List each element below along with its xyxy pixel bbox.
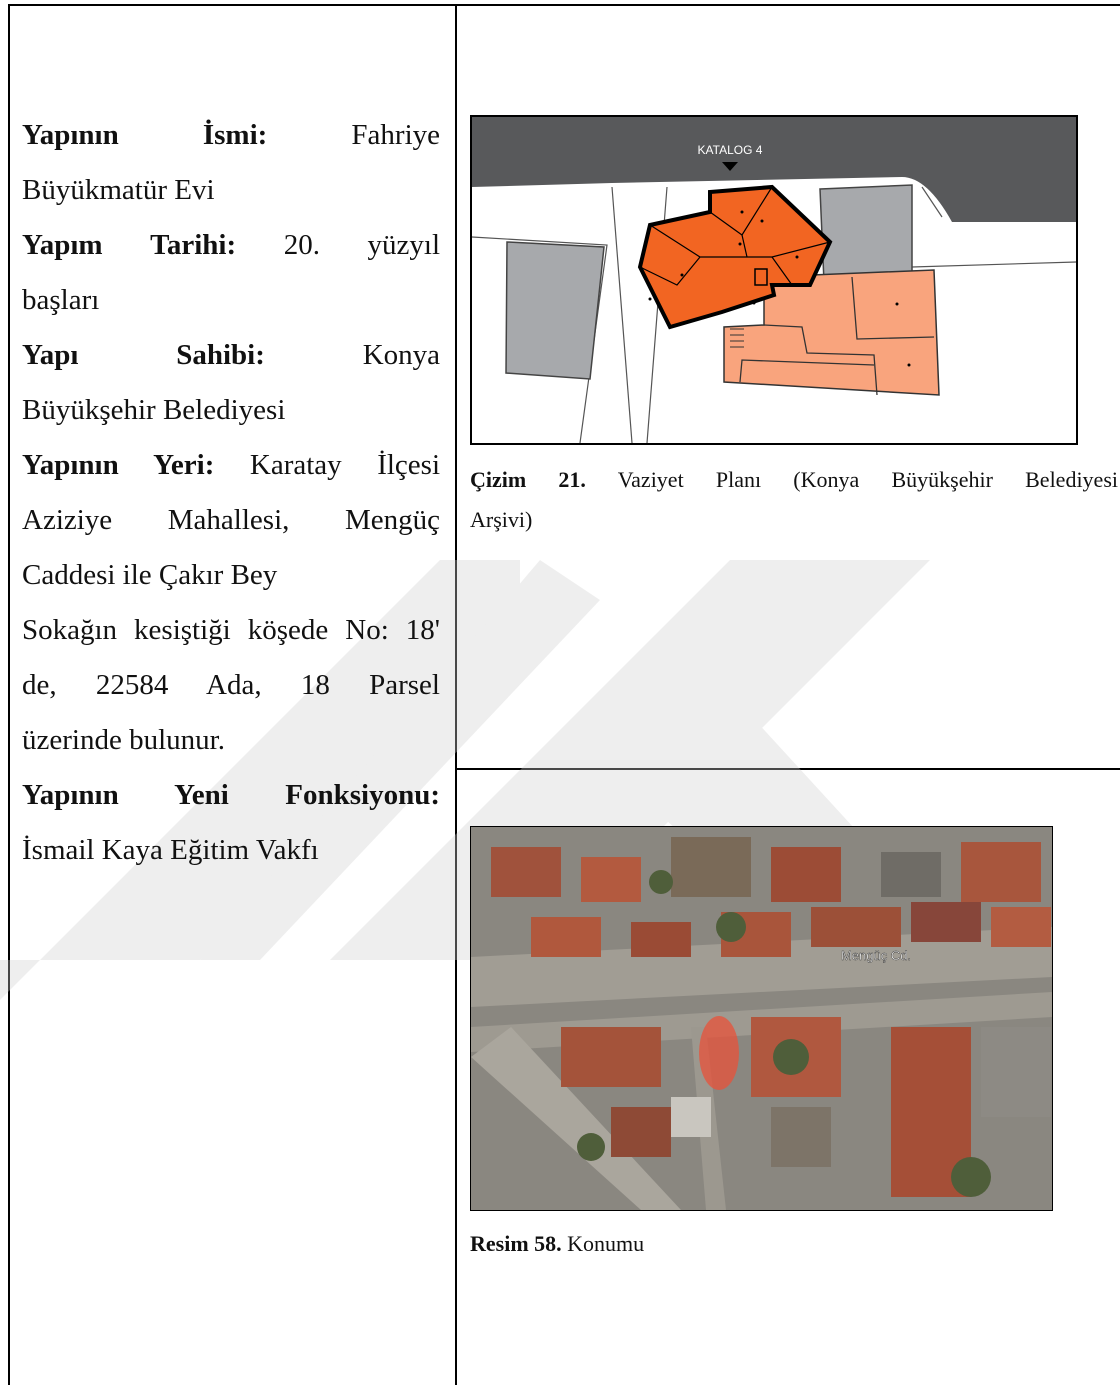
aerial-photo-caption: Resim 58. Konumu: [470, 1224, 1070, 1264]
map-arrow-icon: [722, 162, 738, 171]
site-plan-figure: KATALOG 4: [470, 115, 1078, 445]
location-marker: [699, 1016, 739, 1090]
location-line: üzerinde bulunur.: [22, 724, 225, 756]
table-left-border: [8, 4, 10, 1385]
date-row: Yapım Tarihi: 20. yüzyıl: [22, 218, 440, 273]
name-value: Fahriye: [351, 119, 441, 151]
date-label-2: Tarihi:: [150, 229, 237, 261]
neighbor-block: [505, 241, 605, 380]
date-value-2: yüzyıl: [367, 229, 441, 261]
date-label-1: Yapım: [22, 229, 103, 261]
name-row: Yapının İsmi: Fahriye: [22, 108, 440, 163]
caption-line-2: Arşivi): [470, 507, 533, 532]
owner-row-2: Büyükşehir Belediyesi: [22, 394, 286, 426]
location-label: Yapının Yeri:: [22, 449, 215, 481]
location-line: Aziziye Mahallesi, Mengüç: [22, 504, 440, 536]
caption-text: Konumu: [567, 1231, 645, 1256]
street-label: Mengüç Cd.: [841, 948, 911, 963]
aerial-photo-figure: Mengüç Cd.: [470, 826, 1053, 1211]
date-value-1: 20.: [283, 229, 320, 261]
name-label: Yapının İsmi:: [22, 119, 268, 151]
owner-label-1: Yapı: [22, 339, 79, 371]
function-label: Yapının Yeni Fonksiyonu:: [22, 779, 440, 811]
caption-text: Vaziyet Planı (Konya Büyükşehir Belediye…: [617, 467, 1118, 492]
site-plan-drawing: KATALOG 4: [472, 117, 1076, 443]
name-row-2: Büyükmatür Evi: [22, 174, 215, 206]
owner-label-2: Sahibi:: [176, 339, 265, 371]
aerial-photo: Mengüç Cd.: [471, 827, 1052, 1210]
caption-line: Çizim 21. Vaziyet Planı (Konya Büyükşehi…: [470, 460, 1118, 500]
location-line: de, 22584 Ada, 18 Parsel: [22, 669, 440, 701]
site-plan-caption: Çizim 21. Vaziyet Planı (Konya Büyükşehi…: [470, 460, 1118, 540]
location-line: Karatay İlçesi: [249, 449, 441, 481]
table-row-divider: [455, 768, 1120, 770]
owner-value-1: Konya: [362, 339, 441, 371]
caption-label: Çizim 21.: [470, 467, 586, 492]
location-row: Yapının Yeri: Karatay İlçesi: [22, 438, 440, 493]
owner-row: Yapı Sahibi: Konya: [22, 328, 440, 383]
date-row-2: başları: [22, 284, 100, 316]
map-label: KATALOG 4: [698, 143, 763, 157]
function-value: İsmail Kaya Eğitim Vakfı: [22, 834, 319, 866]
table-top-border: [8, 4, 1120, 6]
location-line: Sokağın kesiştiği köşede No: 18': [22, 614, 440, 646]
location-line: Caddesi ile Çakır Bey: [22, 559, 278, 591]
building-info: Yapının İsmi: Fahriye Büyükmatür Evi Yap…: [22, 108, 440, 878]
caption-label: Resim 58.: [470, 1231, 562, 1256]
neighbor-block: [819, 184, 913, 283]
table-middle-border: [455, 4, 457, 1385]
function-row: Yapının Yeni Fonksiyonu:: [22, 768, 440, 823]
